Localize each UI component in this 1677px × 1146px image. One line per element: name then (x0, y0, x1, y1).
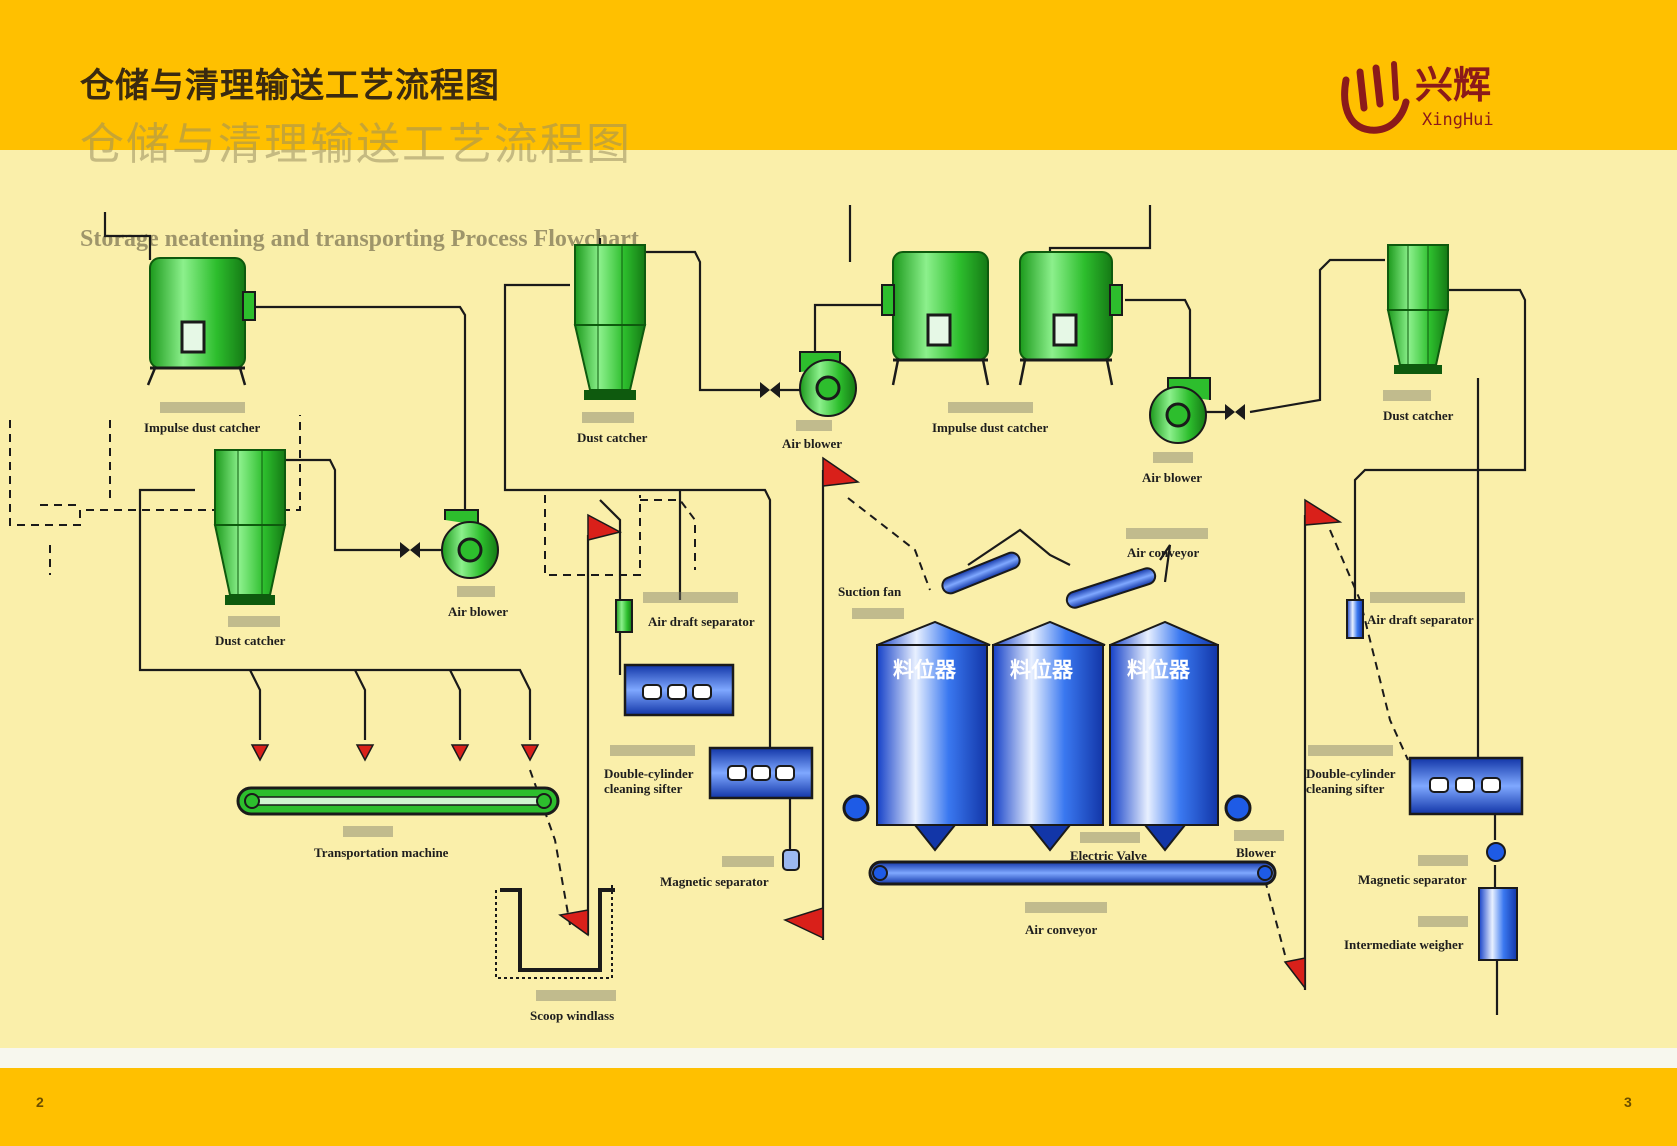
label-double-cylinder-1: Double-cylinder cleaning sifter (604, 766, 694, 796)
label-intermediate-weigher: Intermediate weigher (1344, 937, 1464, 952)
cn-caption-blur (643, 592, 738, 603)
air-draft-separator-2 (1346, 599, 1364, 639)
label-air-conveyor-bottom: Air conveyor (1025, 922, 1098, 937)
scoop-windlass (495, 885, 615, 979)
magnetic-separator-2 (1486, 842, 1506, 862)
label-scoop-windlass: Scoop windlass (530, 1008, 615, 1023)
dust-catcher-right (1386, 244, 1450, 374)
xinghui-logo-icon (1341, 61, 1410, 134)
cn-caption-blur (1153, 452, 1193, 463)
footer-divider (0, 1048, 1677, 1068)
silo-1-level-tag: 料位器 (893, 658, 957, 682)
label-magnetic-separator-1: Magnetic separator (660, 874, 769, 889)
cn-caption-blur (160, 402, 245, 413)
label-air-blower-1: Air blower (448, 604, 509, 619)
cn-caption-blur (722, 856, 774, 867)
dashed-flow-lines (9, 415, 1409, 956)
page-title-cn: 仓储与清理输送工艺流程图 (80, 66, 500, 106)
dust-catcher-left (213, 449, 287, 605)
valve-icon (1225, 404, 1245, 420)
double-cylinder-sifter-a (623, 663, 735, 717)
cn-caption-blur (1025, 902, 1107, 913)
cn-caption-blur (1418, 855, 1468, 866)
double-cylinder-sifter-c (1408, 756, 1524, 816)
air-conveyor-top (941, 551, 1157, 609)
cn-caption-blur (228, 616, 280, 627)
storage-silos: 料位器 料位器 料位器 (842, 620, 1252, 852)
footer-band (0, 1068, 1677, 1146)
label-air-draft-separator-2: Air draft separator (1367, 612, 1474, 627)
cn-caption-blur (582, 412, 634, 423)
cn-caption-blur (852, 608, 904, 619)
label-air-blower-2: Air blower (782, 436, 843, 451)
label-air-draft-separator-1: Air draft separator (648, 614, 755, 629)
silo-3: 料位器 (1109, 620, 1219, 852)
label-suction-fan: Suction fan (838, 584, 902, 599)
cn-caption-blur (1308, 745, 1393, 756)
silo-3-level-tag: 料位器 (1127, 658, 1191, 682)
label-impulse-dust-catcher-2: Impulse dust catcher (932, 420, 1049, 435)
air-blower-2 (799, 351, 857, 417)
label-double-cylinder-2: Double-cylinder cleaning sifter (1306, 766, 1396, 796)
cn-caption-blur (1383, 390, 1431, 401)
cn-caption-blur (610, 745, 695, 756)
double-cylinder-sifter-b (708, 746, 814, 800)
blower-right-icon (1224, 794, 1252, 822)
silo-2: 料位器 (992, 620, 1106, 852)
silo-2-level-tag: 料位器 (1010, 658, 1074, 682)
page-number-right: 3 (1624, 1094, 1632, 1110)
impulse-dust-catcher-2 (881, 251, 1123, 386)
air-blower-1 (441, 509, 499, 579)
cn-caption-blur (948, 402, 1033, 413)
pipe-network (103, 205, 1527, 1015)
dust-catcher-top (573, 244, 647, 400)
label-air-conveyor-top: Air conveyor (1127, 545, 1200, 560)
magnetic-separator-1 (782, 849, 800, 871)
cn-caption-blur (1370, 592, 1465, 603)
pipe-valves (400, 382, 1245, 558)
air-draft-separator-1 (615, 599, 633, 633)
air-conveyor-bottom (868, 860, 1277, 886)
blower-left-icon (842, 794, 870, 822)
intermediate-weigher (1478, 887, 1518, 961)
label-dust-catcher-top: Dust catcher (577, 430, 648, 445)
label-air-blower-3: Air blower (1142, 470, 1203, 485)
label-dust-catcher-right: Dust catcher (1383, 408, 1454, 423)
transportation-machine (236, 786, 560, 816)
cn-caption-blur (796, 420, 832, 431)
silo-1: 料位器 (876, 620, 991, 852)
label-dust-catcher-left: Dust catcher (215, 633, 286, 648)
cn-caption-blur (343, 826, 393, 837)
discharge-nozzles (250, 744, 540, 762)
valve-icon (760, 382, 780, 398)
air-blower-3 (1149, 377, 1211, 444)
page-number-left: 2 (36, 1094, 44, 1110)
cn-caption-blur (1126, 528, 1208, 539)
label-transportation-machine: Transportation machine (314, 845, 449, 860)
impulse-dust-catcher-1 (146, 257, 256, 386)
valve-icon (400, 542, 420, 558)
cn-caption-blur (536, 990, 616, 1001)
label-electric-valve: Electric Valve (1070, 848, 1147, 863)
page-title-cn-ghost: 仓储与清理输送工艺流程图 (80, 119, 632, 170)
logo-text-en: XingHui (1422, 110, 1494, 130)
cn-caption-blur (457, 586, 495, 597)
cn-caption-blur (1234, 830, 1284, 841)
page-title-en: Storage neatening and transporting Proce… (80, 226, 639, 252)
cn-caption-blur (1080, 832, 1140, 843)
label-impulse-dust-catcher-1: Impulse dust catcher (144, 420, 261, 435)
label-blower: Blower (1236, 845, 1276, 860)
elevator-heads (587, 456, 1343, 991)
logo-text-cn: 兴辉 (1415, 63, 1492, 107)
label-magnetic-separator-2: Magnetic separator (1358, 872, 1467, 887)
cn-caption-blur (1418, 916, 1468, 927)
